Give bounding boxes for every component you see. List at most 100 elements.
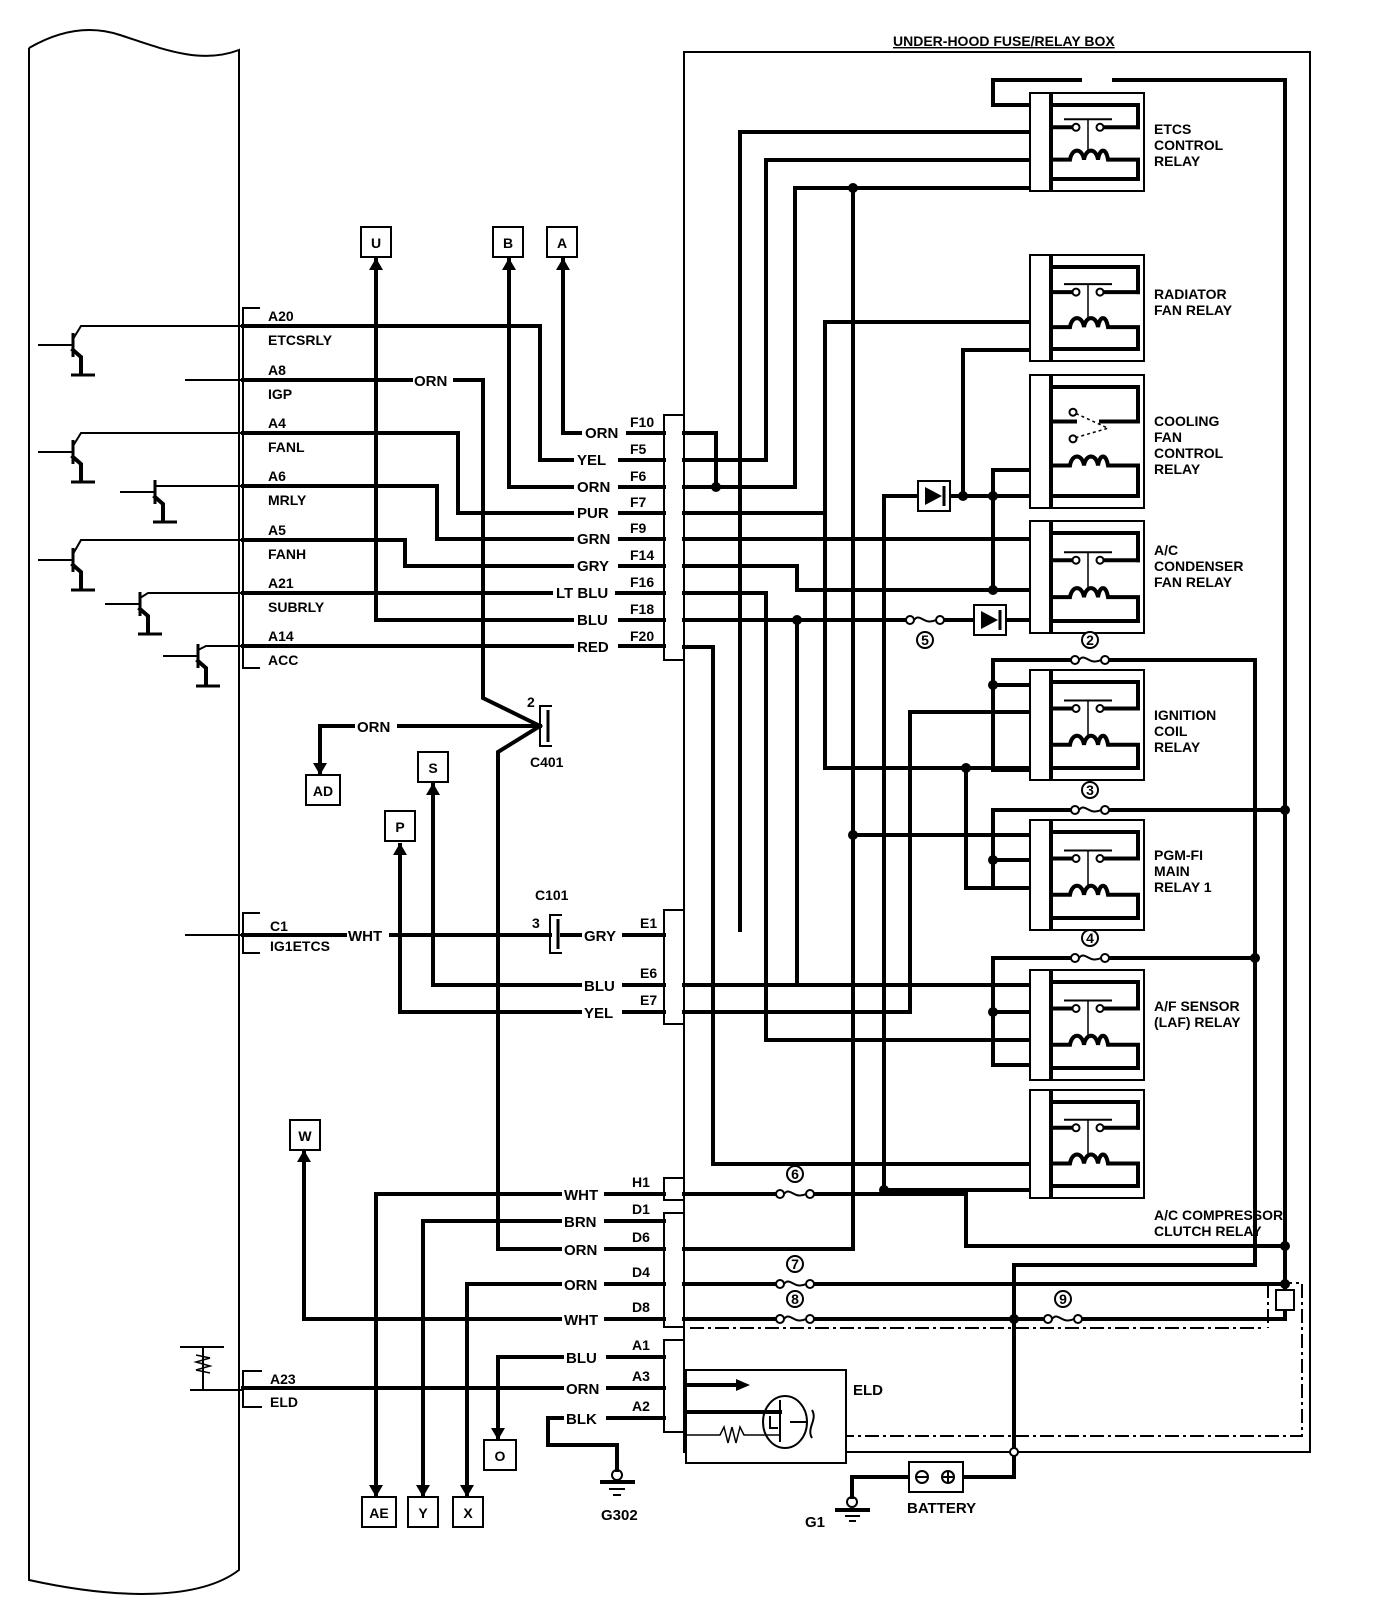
relay-body — [1051, 669, 1145, 781]
relay-contact — [1071, 704, 1081, 713]
relay-coil-icon — [1052, 733, 1140, 770]
connector-reference-label: A — [557, 235, 567, 251]
relay-contact — [1071, 287, 1081, 297]
relay-coil-icon — [1052, 1033, 1140, 1070]
wire-fuse6-out — [808, 1192, 1287, 1248]
connector-reference-label: Y — [418, 1505, 428, 1521]
relay-contact — [1071, 1004, 1081, 1013]
ecm-pin-number: A6 — [268, 468, 286, 484]
relay-label: MAIN — [1154, 863, 1190, 879]
ecm-pin-name: FANH — [268, 546, 306, 562]
connector-reference-box — [483, 1439, 517, 1471]
fuse-icon — [783, 1190, 807, 1197]
label-bg — [355, 714, 397, 736]
relay-coil-icon — [1052, 883, 1140, 920]
splice-dot — [988, 491, 998, 501]
relay-contact-line — [1052, 680, 1140, 711]
connector-e-block — [663, 909, 684, 1025]
fuse-terminal — [1073, 1314, 1083, 1324]
fuse-number: 7 — [791, 1256, 799, 1272]
eld-sensor — [684, 1369, 847, 1464]
terminal-label: F10 — [630, 414, 654, 430]
fuse-terminal — [1070, 655, 1080, 665]
fuse-terminal — [1070, 953, 1080, 963]
wire-color-label: BLU — [584, 978, 615, 995]
fuse-number-circle — [1081, 631, 1099, 649]
wire-etcs-1 — [738, 130, 1032, 932]
relay-label: CLUTCH RELAY — [1154, 1223, 1262, 1239]
battery-label: BATTERY — [907, 1500, 976, 1517]
relay-contact — [1095, 555, 1105, 565]
connector-reference-label: S — [428, 760, 437, 776]
terminal-label: F7 — [630, 494, 647, 510]
wire-color-label: BRN — [564, 1214, 597, 1231]
connector-eld-block — [663, 1339, 684, 1433]
wire-fuse1-in — [991, 78, 1082, 107]
transistor-emitter — [195, 658, 208, 686]
connector-reference-box — [305, 774, 341, 806]
diode-icon — [973, 604, 1007, 636]
arrow-up-icon — [502, 258, 516, 270]
connector-c401 — [539, 705, 552, 747]
relay-connector — [1029, 669, 1051, 781]
label-bg — [564, 1406, 606, 1428]
terminal-dot — [1009, 1447, 1019, 1457]
fuse-terminal — [805, 1279, 815, 1289]
fuse-number-circle — [1081, 929, 1099, 947]
connector-reference-box — [289, 1119, 321, 1151]
fuse-terminal — [1100, 805, 1110, 815]
diode-icon — [917, 480, 951, 512]
connector-reference-label: P — [395, 819, 404, 835]
wire-ae-wht — [374, 1192, 666, 1500]
ecm-pin-number: A21 — [268, 575, 294, 591]
transistor-emitter — [70, 454, 83, 482]
wire-u-blu — [374, 258, 666, 622]
connector-reference-box — [546, 226, 578, 258]
arrow-down-icon — [460, 1485, 474, 1497]
terminal-label: D1 — [632, 1201, 650, 1217]
splice-dot — [988, 1007, 998, 1017]
fuse-icon — [1078, 656, 1102, 663]
terminal-label: F5 — [630, 441, 647, 457]
arrow-up-icon — [297, 1150, 311, 1162]
fuse-icon — [1078, 954, 1102, 961]
fuse-number: 6 — [791, 1166, 799, 1182]
wire-bus-2 — [1103, 658, 1257, 1267]
label-bg — [564, 1376, 606, 1398]
relay-contact-line — [1052, 103, 1140, 130]
wire-color-label: GRN — [577, 531, 610, 548]
arrow-down-icon — [491, 1428, 505, 1440]
label-bg — [574, 501, 618, 523]
relay-coil-icon — [1052, 316, 1140, 351]
wire-color-label: ORN — [564, 1277, 597, 1294]
wire-ign-2 — [908, 710, 1032, 1014]
splice-dot — [848, 183, 858, 193]
relay-label: COOLING — [1154, 413, 1219, 429]
fuse-icon — [1051, 1315, 1075, 1322]
label-bg — [347, 923, 389, 945]
wire-p-yel — [398, 843, 666, 1014]
wire-color-label: ORN — [585, 425, 618, 442]
fuse-terminal — [935, 615, 945, 625]
relay-coil-icon — [1052, 148, 1140, 181]
wire-color-label: ORN — [566, 1381, 599, 1398]
terminal-label: H1 — [632, 1174, 650, 1190]
relay-contact — [1095, 854, 1105, 863]
wire-color-label: WHT — [348, 928, 382, 945]
wire-color-label: RED — [577, 639, 609, 656]
wire-d6-bus — [682, 186, 855, 1251]
connector-reference-label: B — [503, 235, 513, 251]
label-bg — [562, 1209, 604, 1231]
splice-dot — [879, 1185, 889, 1195]
relay-contact-line — [1052, 531, 1140, 563]
connector-h-block — [663, 1177, 684, 1201]
fuse-icon — [1078, 806, 1102, 813]
terminal-label: F18 — [630, 601, 654, 617]
wire-color-label: YEL — [577, 452, 606, 469]
terminal-label: A2 — [632, 1398, 650, 1414]
fuse-terminal — [1100, 953, 1110, 963]
ground-g1-icon — [835, 1496, 870, 1522]
wire-diode1-in — [882, 494, 920, 1196]
connector-reference-label: AE — [369, 1505, 388, 1521]
fuse-relay-box-outline — [683, 51, 1311, 1453]
